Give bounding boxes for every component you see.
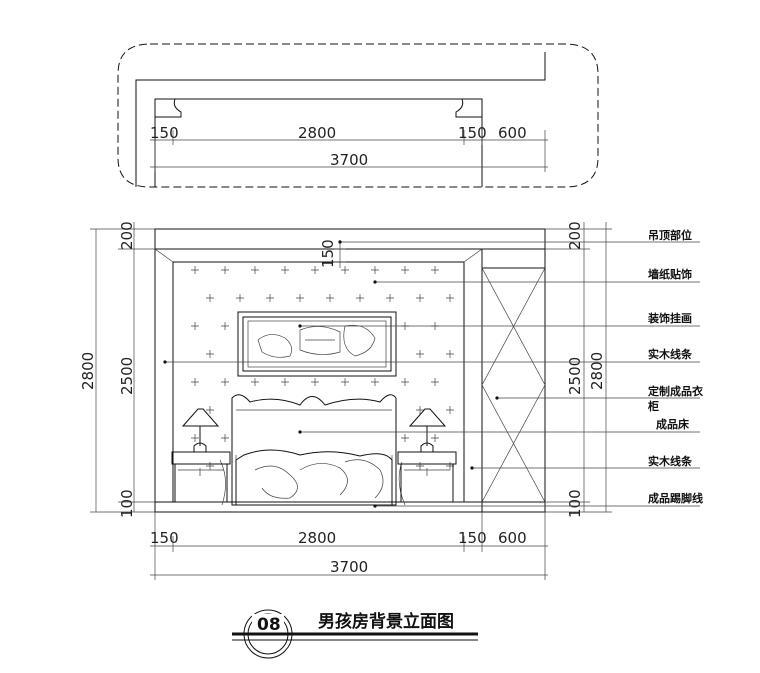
- wallpaper-cross: [206, 294, 214, 302]
- left-dim-lines: [90, 222, 155, 513]
- wallpaper-cross: [221, 322, 229, 330]
- right-dim-200: 200: [566, 221, 584, 250]
- callout-wood-molding-2: 实木线条: [648, 454, 693, 468]
- bottom-dim-ticks: [154, 512, 546, 580]
- plan-view: 150 2800 150 600 3700: [117, 43, 599, 188]
- wallpaper-cross: [191, 322, 199, 330]
- wardrobe-cross-4: [481, 384, 546, 503]
- left-dim-2800: 2800: [79, 352, 97, 390]
- bedside-left: [171, 408, 231, 502]
- wallpaper-pattern: [191, 266, 454, 470]
- wallpaper-cross: [311, 378, 319, 386]
- plan-outline-dashed: [117, 43, 599, 188]
- plan-dim-150-right: 150: [458, 124, 487, 142]
- wallpaper-cross: [416, 462, 424, 470]
- wallpaper-cross: [371, 378, 379, 386]
- right-dim-2500: 2500: [566, 357, 584, 395]
- drawing-title: 08 男孩房背景立面图: [232, 609, 478, 659]
- left-dim-100: 100: [118, 489, 136, 518]
- bottom-dim-150-right: 150: [458, 529, 487, 547]
- callout-wood-molding-1: 实木线条: [648, 347, 693, 361]
- callout-bed: 成品床: [656, 417, 690, 431]
- wallpaper-cross: [251, 266, 259, 274]
- wallpaper-cross: [371, 266, 379, 274]
- wallpaper-cross: [386, 294, 394, 302]
- wallpaper-cross: [221, 434, 229, 442]
- bottom-dim-150-left: 150: [150, 529, 179, 547]
- left-dim-2500: 2500: [118, 357, 136, 395]
- left-dim-200: 200: [118, 221, 136, 250]
- callout-dots: [163, 240, 499, 508]
- callout-ceiling: 吊顶部位: [648, 228, 692, 242]
- plan-molding-right: [455, 98, 482, 118]
- wallpaper-cross: [221, 266, 229, 274]
- bedside-right: [397, 408, 457, 502]
- wallpaper-cross: [311, 266, 319, 274]
- callout-painting: 装饰挂画: [647, 311, 692, 325]
- wallpaper-cross: [206, 406, 214, 414]
- wallpaper-cross: [446, 294, 454, 302]
- wallpaper-cross: [191, 378, 199, 386]
- background-wall-outer: [154, 248, 483, 513]
- wallpaper-cross: [206, 462, 214, 470]
- wallpaper-cross: [401, 378, 409, 386]
- wallpaper-cross: [206, 350, 214, 358]
- wallpaper-cross: [431, 434, 439, 442]
- callout-wardrobe-cont: 柜: [647, 399, 659, 413]
- wallpaper-cross: [236, 294, 244, 302]
- wallpaper-cross: [251, 378, 259, 386]
- wardrobe-cross-3: [481, 267, 546, 386]
- plan-dim-600: 600: [498, 124, 527, 142]
- wallpaper-cross: [416, 406, 424, 414]
- plan-dim-ticks: [154, 130, 546, 172]
- callout-leaders: [165, 241, 700, 507]
- right-dim-2800: 2800: [588, 352, 606, 390]
- plan-molding-left: [155, 98, 182, 118]
- right-dim-100: 100: [566, 489, 584, 518]
- title-number: 08: [257, 615, 281, 635]
- decorative-painting: [237, 311, 397, 377]
- wallpaper-cross: [431, 378, 439, 386]
- wallpaper-cross: [326, 294, 334, 302]
- plan-dim-2800: 2800: [298, 124, 336, 142]
- wallpaper-cross: [446, 350, 454, 358]
- bottom-dim-2800: 2800: [298, 529, 336, 547]
- plan-dim-3700: 3700: [330, 151, 368, 169]
- plan-wall-line: [135, 52, 546, 187]
- wallpaper-cross: [281, 378, 289, 386]
- wallpaper-cross: [191, 434, 199, 442]
- wallpaper-cross: [446, 406, 454, 414]
- wallpaper-cross: [296, 294, 304, 302]
- wallpaper-cross: [416, 350, 424, 358]
- wardrobe: [481, 267, 546, 503]
- wallpaper-cross: [341, 378, 349, 386]
- callout-wallpaper: 墙纸贴饰: [648, 267, 692, 281]
- callout-skirting: 成品踢脚线: [648, 491, 703, 505]
- wallpaper-cross: [341, 266, 349, 274]
- ceiling-dim-150: 150: [319, 239, 337, 268]
- bottom-dim-600: 600: [498, 529, 527, 547]
- wallpaper-cross: [401, 266, 409, 274]
- bed: [219, 394, 406, 506]
- wallpaper-cross: [401, 434, 409, 442]
- callout-wardrobe: 定制成品衣: [648, 384, 704, 398]
- wallpaper-cross: [281, 266, 289, 274]
- plan-inner-line: [154, 98, 483, 187]
- bottom-dim-3700: 3700: [330, 558, 368, 576]
- wallpaper-cross: [356, 294, 364, 302]
- wallpaper-cross: [266, 294, 274, 302]
- wallpaper-cross: [431, 266, 439, 274]
- right-dim-lines: [545, 222, 612, 513]
- wallpaper-cross: [191, 266, 199, 274]
- title-text: 男孩房背景立面图: [318, 611, 454, 632]
- elevation-view: 150 200 2500 100 2800 200 2500 100 2800: [79, 221, 704, 580]
- wallpaper-cross: [221, 378, 229, 386]
- plan-dim-150-left: 150: [150, 124, 179, 142]
- wallpaper-cross: [416, 294, 424, 302]
